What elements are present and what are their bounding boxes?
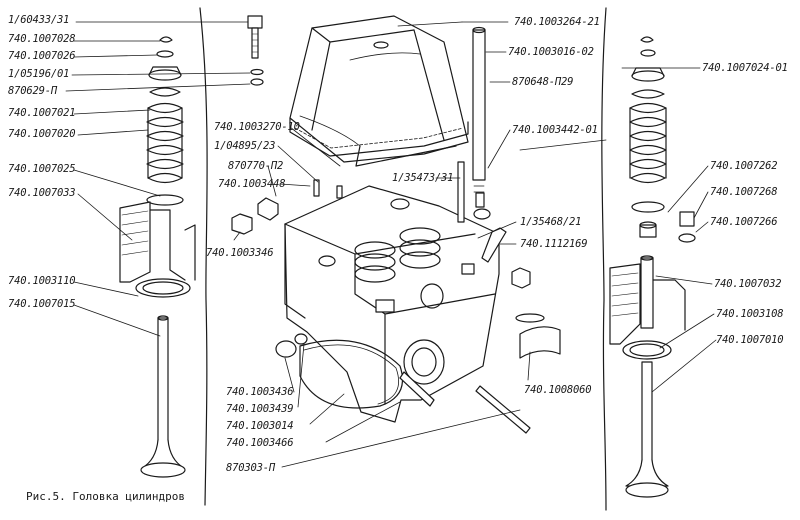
label-740-1007268: 740.1007268: [710, 186, 778, 198]
figure-caption: Рис.5. Головка цилиндров: [26, 490, 185, 503]
label-1-35473-31: 1/35473/31: [392, 172, 454, 184]
cylinder-head-block: [285, 186, 499, 422]
label-740-1007010: 740.1007010: [716, 334, 784, 346]
label-740-1003346: 740.1003346: [206, 247, 274, 259]
leader-lines: [66, 22, 716, 467]
label-740-1007021: 740.1007021: [8, 107, 76, 119]
label-740-1003264-21: 740.1003264-21: [514, 16, 600, 28]
label-1-60433-31: 1/60433/31: [8, 14, 70, 26]
right-valve-assembly: [610, 37, 695, 497]
label-870629-p: 870629-П: [8, 85, 57, 97]
label-1-35468-21: 1/35468/21: [520, 216, 582, 228]
label-740-1003108: 740.1003108: [716, 308, 784, 320]
valve-cover: [290, 16, 468, 166]
left-spring-outer: [147, 88, 183, 183]
label-740-1007028: 740.1007028: [8, 33, 76, 45]
label-740-1003270-10: 740.1003270-10: [214, 121, 300, 133]
label-740-1007266: 740.1007266: [710, 216, 778, 228]
label-740-1007020: 740.1007020: [8, 128, 76, 140]
label-740-1003448: 740.1003448: [218, 178, 286, 190]
label-870648-p29: 870648-П29: [512, 76, 574, 88]
label-740-1003014: 740.1003014: [226, 420, 294, 432]
label-740-1112169: 740.1112169: [520, 238, 588, 250]
label-740-1003016-02: 740.1003016-02: [508, 46, 594, 58]
label-870303-p: 870303-П: [226, 462, 275, 474]
bolt-and-washers: [248, 16, 263, 85]
label-740-1007025: 740.1007025: [8, 163, 76, 175]
long-stud: [473, 28, 490, 220]
label-1-04895-23: 1/04895/23: [214, 140, 276, 152]
label-740-1007262: 740.1007262: [710, 160, 778, 172]
label-740-1007026: 740.1007026: [8, 50, 76, 62]
left-divider-line: [200, 8, 207, 505]
label-740-1003439: 740.1003439: [226, 403, 294, 415]
label-740-1003436: 740.1003436: [226, 386, 294, 398]
label-870770-p2: 870770-П2: [228, 160, 284, 172]
label-740-1008060: 740.1008060: [524, 384, 592, 396]
label-740-1003466: 740.1003466: [226, 437, 294, 449]
left-valve-assembly: [120, 37, 195, 477]
label-740-1007024-01: 740.1007024-01: [702, 62, 788, 74]
label-740-1007032: 740.1007032: [714, 278, 782, 290]
right-divider-line: [602, 8, 606, 510]
label-740-1003442-01: 740.1003442-01: [512, 124, 598, 136]
label-740-1007015: 740.1007015: [8, 298, 76, 310]
label-1-05196-01: 1/05196/01: [8, 68, 70, 80]
small-parts: [232, 162, 560, 433]
label-740-1003110: 740.1003110: [8, 275, 76, 287]
label-740-1007033: 740.1007033: [8, 187, 76, 199]
